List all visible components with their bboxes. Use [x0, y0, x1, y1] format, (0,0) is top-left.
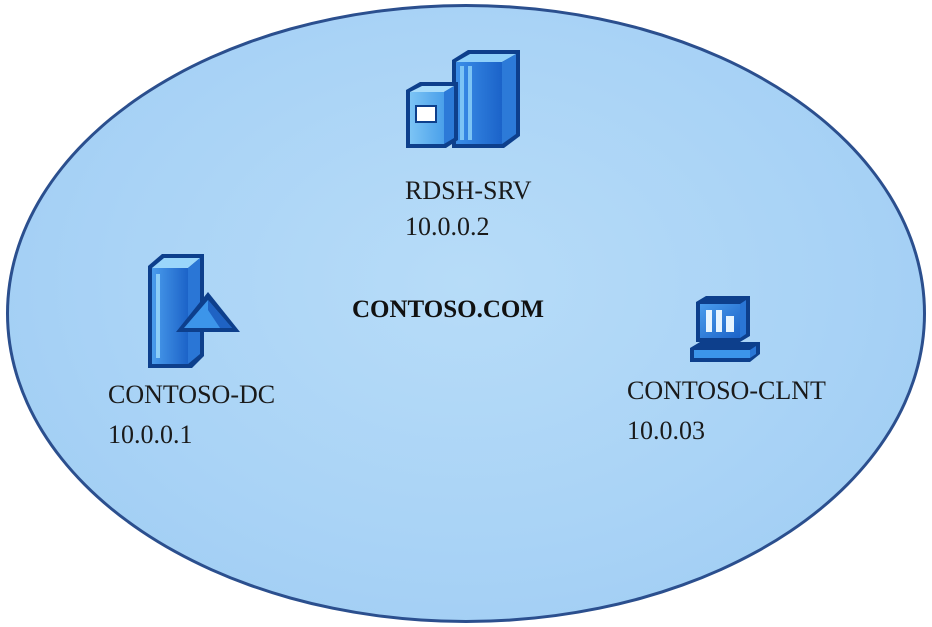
node-ip-rdsh-srv: 10.0.0.2	[405, 212, 490, 241]
node-ip-contoso-clnt: 10.0.03	[627, 416, 705, 445]
node-name-contoso-clnt: CONTOSO-CLNT	[627, 376, 826, 405]
client-computer-icon	[686, 292, 764, 368]
node-name-contoso-dc: CONTOSO-DC	[108, 380, 276, 409]
node-name-rdsh-srv: RDSH-SRV	[405, 176, 532, 205]
server-icon	[402, 44, 526, 152]
domain-controller-icon	[142, 248, 246, 374]
domain-label: CONTOSO.COM	[352, 296, 544, 323]
node-ip-contoso-dc: 10.0.0.1	[108, 420, 193, 449]
